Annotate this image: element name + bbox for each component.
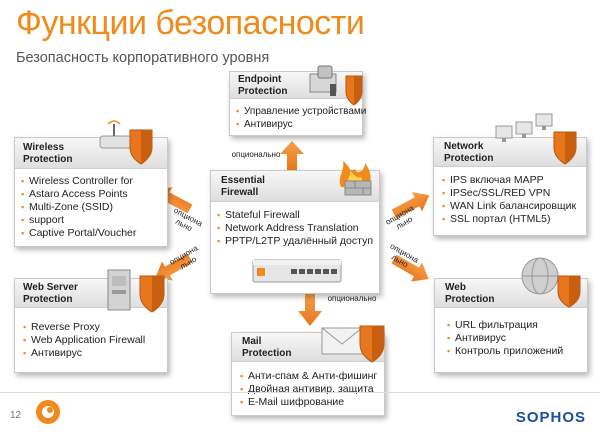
list-item: Captive Portal/Voucher	[21, 227, 136, 240]
card-title: Web Server Protection	[23, 282, 78, 305]
list-item: IPS включая MAPP	[442, 174, 576, 187]
list-item: URL фильтрация	[447, 319, 563, 332]
list-item: Антивирус	[23, 347, 145, 360]
card-title: Web Protection	[445, 282, 495, 305]
arrow-lower-left	[155, 253, 193, 281]
list-item: Network Address Translation	[217, 222, 373, 235]
list-item: Multi-Zone (SSID)	[21, 201, 136, 214]
list-item: SSL портал (HTML5)	[442, 213, 576, 226]
list-item: IPSec/SSL/RED VPN	[442, 187, 576, 200]
list-item: support	[21, 214, 136, 227]
arrow-label-down: опционально	[327, 294, 377, 303]
footer-divider	[0, 392, 600, 393]
list-item: E-Mail шифрование	[240, 396, 377, 409]
arrow-label-up: опционально	[231, 150, 281, 159]
list-item: Web Application Firewall	[23, 334, 145, 347]
list-item: Антивирус	[447, 332, 563, 345]
arrow-down	[298, 292, 322, 326]
card-title: Wireless Protection	[23, 142, 73, 165]
list-item: Антивирус	[236, 118, 366, 131]
list-item: Управление устройствами	[236, 105, 366, 118]
card-title: Network Protection	[444, 141, 494, 164]
wireless-ap-shield-icon	[99, 120, 153, 165]
brand-logo: SOPHOS	[515, 409, 586, 426]
list-item: Stateful Firewall	[217, 209, 373, 222]
web-globe-shield-icon	[521, 257, 581, 308]
page-title: Функции безопасности	[16, 4, 365, 42]
list-item: PPTP/L2TP удалённый доступ	[217, 235, 373, 248]
list-item: Reverse Proxy	[23, 321, 145, 334]
firewall-flame-icon	[339, 161, 372, 196]
card-title: Mail Protection	[242, 336, 292, 359]
essential-firewall-card: Essential Firewall Stateful Firewall Net…	[210, 161, 380, 294]
brand-emblem-icon	[36, 400, 60, 424]
firewall-appliance-icon	[252, 259, 342, 283]
card-title: Endpoint Protection	[238, 74, 288, 97]
list-item: Wireless Controller for	[21, 175, 136, 188]
network-computers-shield-icon	[495, 113, 577, 165]
list-item: WAN Link балансировщик	[442, 200, 576, 213]
list-item: Контроль приложений	[447, 345, 563, 358]
web-server-shield-icon	[107, 269, 165, 313]
endpoint-protection-card: Endpoint Protection Управление устройств…	[229, 71, 366, 136]
page-number: 12	[10, 410, 22, 421]
list-item: Двойная антивир. защита	[240, 383, 377, 396]
mail-envelope-shield-icon	[321, 325, 385, 363]
arrow-up	[280, 141, 304, 170]
page-subtitle: Безопасность корпоративного уровня	[16, 50, 270, 66]
card-title: Essential Firewall	[221, 175, 265, 198]
arrow-upper-right	[391, 192, 430, 219]
endpoint-devices-icon	[309, 65, 363, 106]
arrow-lower-right	[391, 254, 429, 282]
list-item: Анти-спам & Анти-фишинг	[240, 370, 377, 383]
list-item: Astaro Access Points	[21, 188, 136, 201]
